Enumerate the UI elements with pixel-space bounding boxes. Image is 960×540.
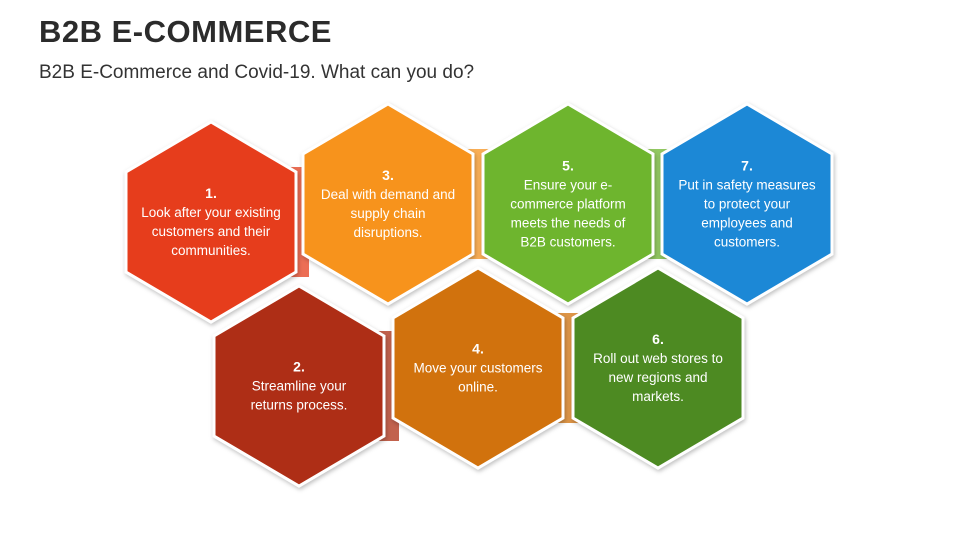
hexagon-text: Deal with demand and supply chain disrup…	[320, 187, 456, 240]
hexagon-text: Move your customers online.	[413, 360, 543, 395]
page-subtitle: B2B E-Commerce and Covid-19. What can yo…	[39, 62, 475, 83]
hexagon-1	[124, 120, 298, 324]
hexagon-text: Ensure your e-commerce platform meets th…	[510, 177, 626, 250]
hexagon-3-label: 3. Deal with demand and supply chain disr…	[318, 166, 458, 242]
hexagon-4-label: 4. Move your customers online.	[408, 340, 548, 397]
hexagon-6-label: 6. Roll out web stores to new regions and…	[588, 330, 728, 406]
hexagon-number: 1.	[205, 185, 217, 201]
hexagon-2	[212, 284, 386, 488]
hexagon-7	[660, 102, 834, 306]
hexagon-4	[391, 266, 565, 470]
hexagon-number: 6.	[652, 331, 664, 347]
hexagon-number: 4.	[472, 340, 484, 357]
hexagon-1-label: 1. Look after your existing customers and…	[141, 184, 281, 260]
hexagon-3	[301, 102, 475, 306]
hexagon-number: 3.	[382, 167, 394, 183]
hexagon-text: Streamline your returns process.	[250, 378, 348, 413]
hexagon-7-label: 7. Put in safety measures to protect your…	[677, 157, 817, 252]
hexagon-number: 7.	[741, 157, 753, 174]
hexagons-group	[124, 102, 834, 488]
hexagon-6	[571, 266, 745, 470]
hexagon-text: Roll out web stores to new regions and m…	[593, 351, 723, 404]
hexagon-text: Put in safety measures to protect your e…	[678, 177, 816, 250]
hexagon-text: Look after your existing customers and t…	[141, 205, 281, 258]
hexagon-2-label: 2. Streamline your returns process.	[229, 358, 369, 415]
hexagon-5-label: 5. Ensure your e-commerce platform meets …	[498, 157, 638, 252]
hexagon-number: 5.	[562, 157, 574, 174]
page-title: B2B E-COMMERCE	[39, 14, 332, 49]
hexagon-number: 2.	[293, 358, 305, 375]
hexagon-5	[481, 102, 655, 306]
